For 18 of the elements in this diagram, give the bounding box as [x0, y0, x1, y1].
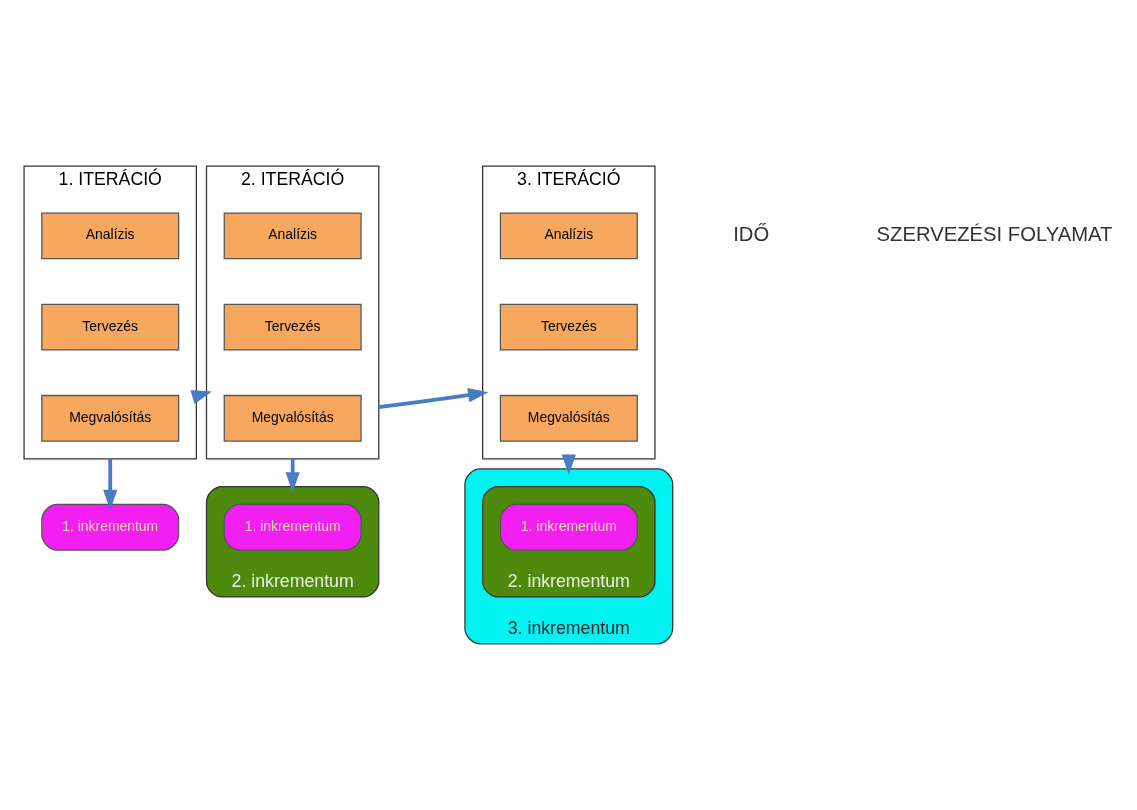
node-box: Tervezés	[223, 303, 362, 351]
arrow	[285, 458, 300, 493]
node-box: Analízis	[499, 212, 638, 260]
arrow	[378, 388, 489, 409]
node-box: Analízis	[41, 212, 180, 260]
node-box: 1. inkrementum	[223, 503, 362, 551]
node-box: 1. inkrementum	[41, 503, 180, 551]
node-box: Analízis	[223, 212, 362, 260]
label: IDŐ	[733, 222, 770, 245]
node-box: Megvalósítás	[499, 394, 638, 442]
arrow	[561, 454, 576, 475]
node-box: 1. inkrementum	[499, 503, 638, 551]
node-box: Tervezés	[41, 303, 180, 351]
node-box: Megvalósítás	[41, 394, 180, 442]
node-box: Megvalósítás	[223, 394, 362, 442]
arrow	[103, 458, 118, 511]
label: SZERVEZÉSI FOLYAMAT	[876, 222, 1113, 245]
node-box: Tervezés	[499, 303, 638, 351]
